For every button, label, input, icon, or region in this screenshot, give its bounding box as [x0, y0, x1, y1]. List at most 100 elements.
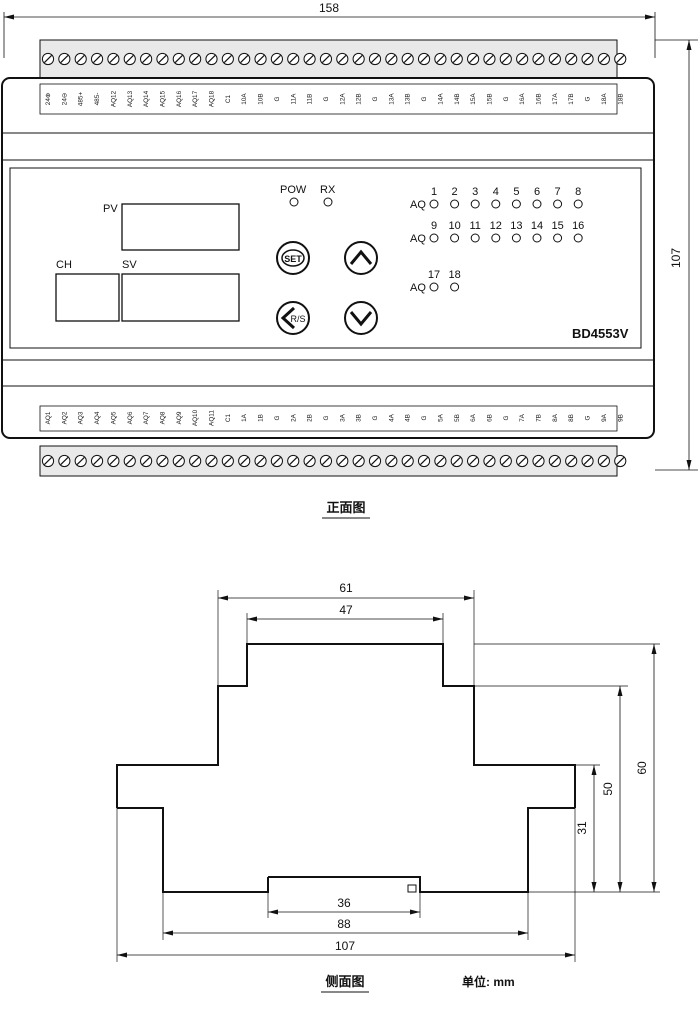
terminal-screw — [483, 52, 496, 66]
ch-label: CH — [56, 259, 72, 271]
terminal-label: 7A — [519, 413, 526, 422]
terminal-label: 24⊖ — [61, 93, 68, 105]
terminal-screw — [548, 52, 561, 66]
terminal-screw — [516, 52, 529, 66]
terminal-screw — [189, 454, 202, 468]
terminal-screw — [287, 454, 300, 468]
aq-led — [532, 199, 542, 209]
terminal-label: AQ8 — [159, 411, 166, 424]
terminal-label: AQ1 — [45, 411, 52, 424]
set-button[interactable]: SET — [276, 241, 310, 275]
terminal-screw — [140, 52, 153, 66]
terminal-label: 1A — [241, 413, 248, 422]
rs-button[interactable]: R/S — [276, 301, 310, 335]
terminal-label: 11A — [290, 93, 297, 105]
terminal-screw — [41, 52, 55, 66]
terminal-label: AQ14 — [143, 90, 150, 107]
terminal-screw — [401, 454, 414, 468]
pow-label: POW — [280, 184, 307, 196]
up-button[interactable] — [344, 241, 378, 275]
aq-led — [470, 233, 480, 243]
terminal-label: AQ15 — [159, 90, 166, 107]
led-number: 14 — [531, 220, 543, 232]
aq-label: AQ — [410, 282, 426, 294]
aq-led — [450, 199, 460, 209]
ch-display — [55, 273, 120, 322]
terminal-label: 12B — [356, 93, 363, 104]
terminal-label: 4A — [388, 413, 395, 422]
terminal-screw — [532, 454, 545, 468]
terminal-screw — [385, 52, 398, 66]
terminal-label: AQ17 — [192, 90, 199, 107]
terminal-screw — [254, 454, 267, 468]
terminal-screw — [450, 454, 463, 468]
terminal-label: 18A — [601, 93, 608, 105]
terminal-screw — [565, 454, 578, 468]
terminal-screw — [319, 454, 333, 468]
terminal-label: G — [323, 415, 330, 420]
terminal-screw — [401, 52, 414, 66]
terminal-screw — [287, 52, 300, 66]
terminal-screw — [336, 454, 349, 468]
terminal-label: C1 — [225, 413, 232, 422]
terminal-screw — [41, 454, 55, 468]
aq-label: AQ — [410, 199, 426, 211]
terminal-screw — [123, 454, 136, 468]
chevron-up-icon — [349, 249, 373, 265]
aq-led — [573, 233, 583, 243]
terminal-screw — [597, 454, 611, 468]
terminal-label: 8A — [552, 413, 559, 422]
terminal-label: 4B — [405, 414, 412, 422]
pv-label: PV — [103, 203, 118, 215]
terminal-screw — [434, 52, 447, 66]
terminal-screw — [90, 454, 104, 468]
led-number: 17 — [428, 269, 440, 281]
side-view: 61 47 60 50 31 36 — [116, 581, 660, 993]
terminal-label: 24⊕ — [45, 93, 52, 105]
terminal-screw — [74, 52, 87, 66]
terminal-label: 5A — [437, 413, 444, 422]
terminal-label: 10A — [241, 93, 248, 105]
terminal-screw — [467, 454, 480, 468]
aq-led — [429, 282, 439, 292]
aq-led — [511, 199, 521, 209]
terminal-screw — [499, 52, 512, 66]
side-profile-left-foot — [117, 807, 269, 893]
front-height-dim: 107 — [669, 248, 683, 268]
terminal-screw — [467, 52, 480, 66]
terminal-label: AQ4 — [94, 411, 101, 424]
side-profile-right-foot — [268, 807, 575, 893]
aq-led — [450, 233, 460, 243]
led-number: 13 — [510, 220, 522, 232]
side-clip-slot — [407, 884, 417, 893]
terminal-label: AQ2 — [61, 411, 68, 424]
terminal-screw — [581, 454, 594, 468]
terminal-screw — [548, 454, 561, 468]
terminal-label: 15A — [470, 93, 477, 105]
led-number: 6 — [534, 186, 540, 198]
terminal-label: G — [421, 96, 428, 101]
unit-note: 单位: mm — [462, 974, 515, 989]
terminal-label: 7B — [536, 414, 543, 422]
terminal-label: AQ12 — [110, 90, 117, 107]
terminal-label: AQ11 — [209, 410, 216, 426]
dim-top-outer: 61 — [339, 581, 353, 595]
led-number: 5 — [513, 186, 519, 198]
side-view-caption: 侧面图 — [325, 974, 364, 989]
terminal-label: G — [274, 96, 281, 101]
terminal-label: G — [503, 96, 510, 101]
down-button[interactable] — [344, 301, 378, 335]
terminal-screw — [221, 454, 234, 468]
set-button-label: SET — [284, 254, 302, 264]
left-arrow-icon — [280, 306, 296, 330]
terminal-screw — [352, 454, 365, 468]
aq-led — [429, 233, 439, 243]
terminal-screw — [417, 454, 431, 468]
terminal-label: C1 — [225, 94, 232, 103]
aq-label: AQ — [410, 233, 426, 245]
terminal-screw — [107, 454, 120, 468]
terminal-label: 5B — [454, 414, 461, 422]
terminal-label: 10B — [258, 93, 265, 104]
